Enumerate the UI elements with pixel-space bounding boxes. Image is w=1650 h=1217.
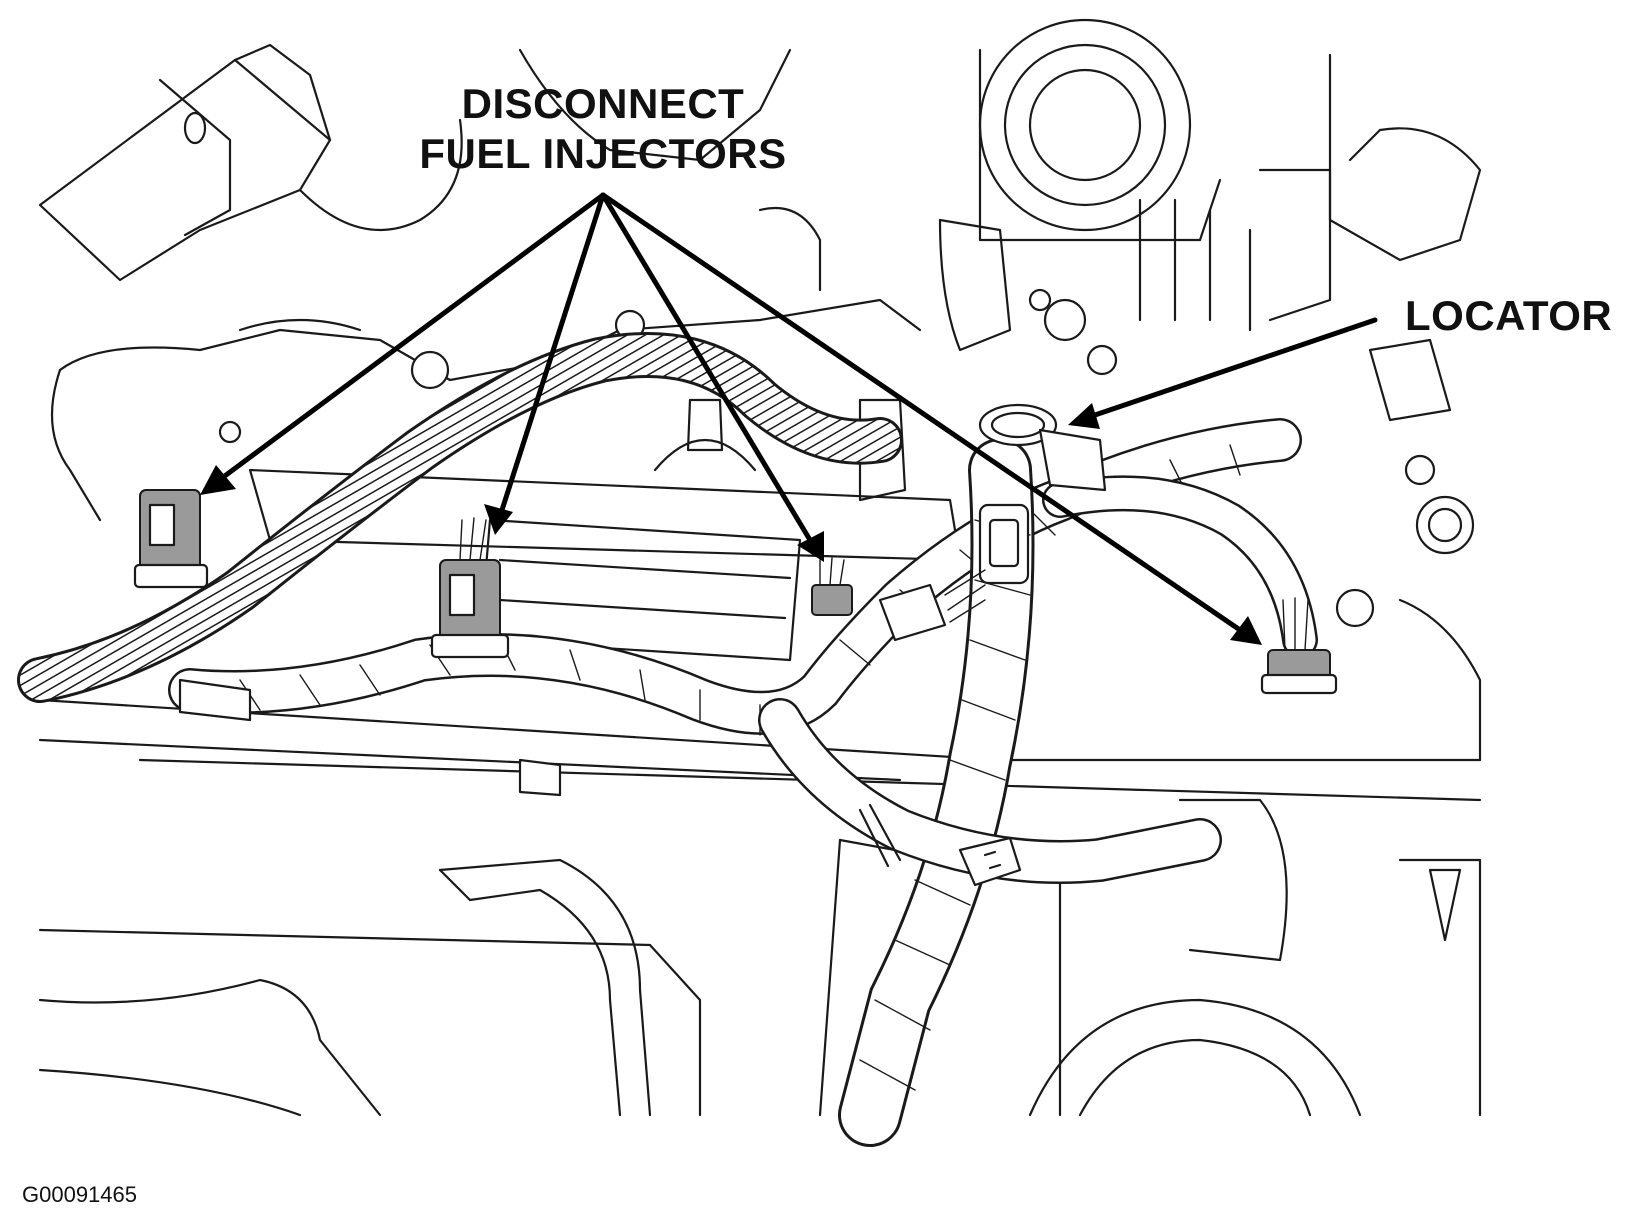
engine-drawing xyxy=(17,18,1482,1147)
disconnect-arrows xyxy=(200,192,1262,645)
disconnect-callout-line2: FUEL INJECTORS xyxy=(419,130,786,177)
harness-connector xyxy=(878,503,1030,642)
injector-connector-4 xyxy=(1260,597,1338,695)
locator-arrow xyxy=(1068,317,1378,429)
injector-connector-3 xyxy=(811,557,853,616)
locator-clip xyxy=(978,403,1107,492)
injector-connector-1 xyxy=(133,489,209,589)
injector-connector-2 xyxy=(430,517,510,659)
figure-id: G00091465 xyxy=(22,1182,137,1207)
locator-callout: LOCATOR xyxy=(1405,292,1612,339)
disconnect-callout-line1: DISCONNECT xyxy=(462,80,745,127)
